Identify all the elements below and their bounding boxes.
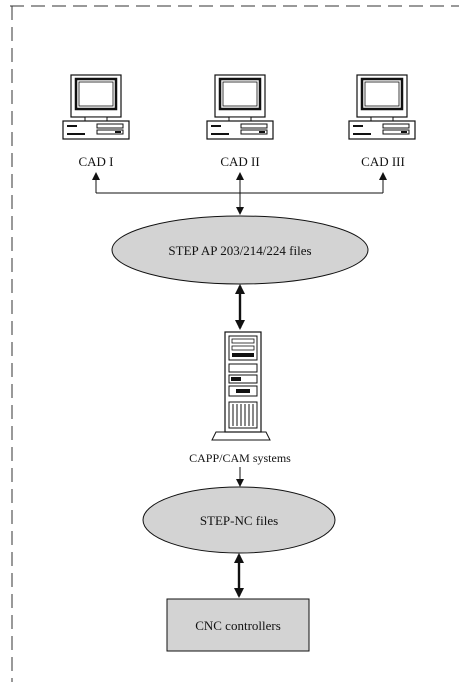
cnc-controllers-node: CNC controllers xyxy=(166,598,310,652)
step-ap-label: STEP AP 203/214/224 files xyxy=(168,243,311,258)
cnc-controllers-box xyxy=(166,598,310,652)
server-icon xyxy=(211,331,271,441)
computer-icon xyxy=(205,73,275,141)
cad-bus-connectors xyxy=(92,172,387,215)
computer-cad-3: CAD III xyxy=(347,73,417,169)
computer-cad-1: CAD I xyxy=(61,73,131,169)
cnc-controllers-label: CNC controllers xyxy=(195,618,281,633)
computer-label-cad-1: CAD I xyxy=(78,154,113,169)
step-nc-files-node: STEP-NC files xyxy=(142,486,336,554)
computer-label-cad-2: CAD II xyxy=(220,154,259,169)
step-ap-files-node: STEP AP 203/214/224 files xyxy=(111,215,369,285)
step-nc-label: STEP-NC files xyxy=(200,513,278,528)
computer-label-cad-3: CAD III xyxy=(361,154,405,169)
computer-icon xyxy=(61,73,131,141)
server-label: CAPP/CAM systems xyxy=(189,451,291,465)
computer-cad-2: CAD II xyxy=(205,73,275,169)
computer-icon xyxy=(347,73,417,141)
